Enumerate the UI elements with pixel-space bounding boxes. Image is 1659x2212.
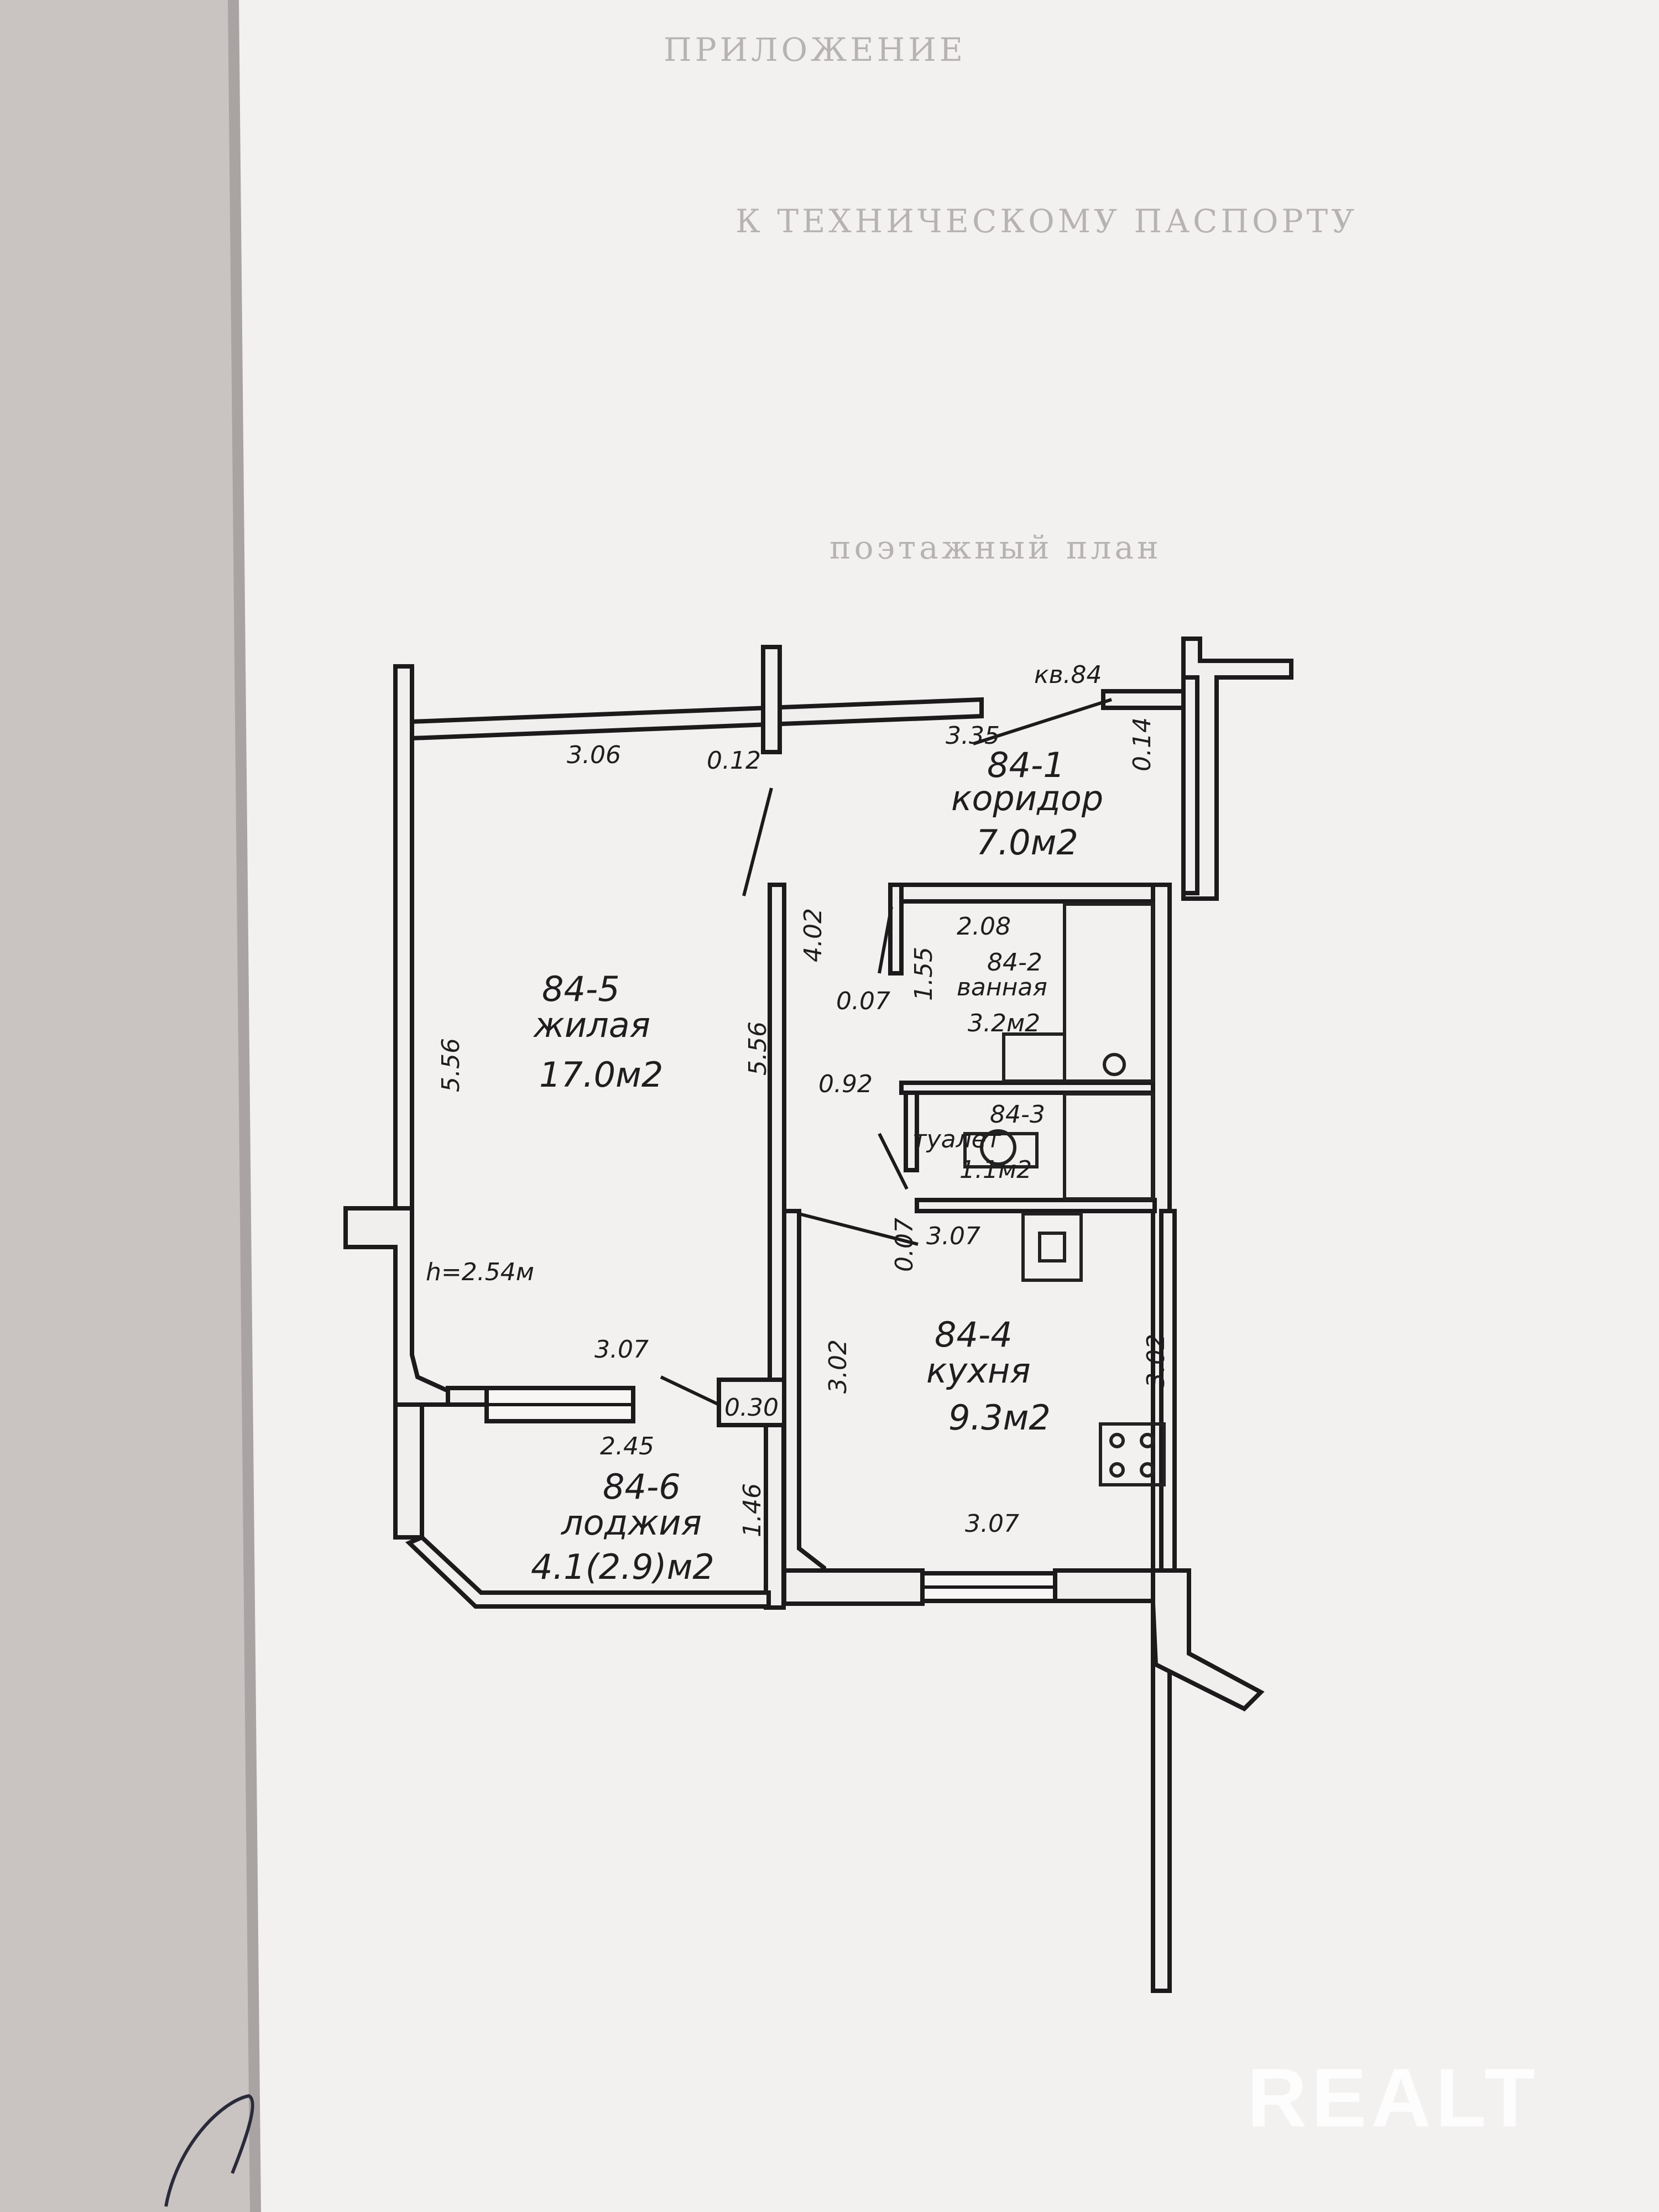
kitchen-bottom-wall-left [782, 1568, 925, 1606]
toilet-bowl [963, 1132, 1039, 1168]
dim-bath-height: 1.55 [910, 947, 938, 1001]
room-name-corridor: коридор [951, 778, 1103, 818]
entrance-wall [1181, 637, 1293, 901]
toilet-cistern [1063, 1092, 1155, 1201]
corridor-top-stub [1101, 689, 1194, 710]
dim-bath-gap: 0.07 [836, 987, 890, 1015]
toilet-bottom-wall [915, 1198, 1157, 1213]
room-id-bath: 84-2 [987, 948, 1042, 977]
paper-shadow [228, 0, 261, 2212]
room-id-toilet: 84-3 [990, 1100, 1045, 1129]
room-area-toilet: 1.1м2 [959, 1156, 1032, 1184]
kitchen-sink-basin [1038, 1232, 1066, 1262]
bath-drain [1103, 1053, 1126, 1076]
living-bottom-wall-left [446, 1386, 489, 1407]
dim-partition-top: 0.12 [707, 747, 761, 775]
burner-1 [1109, 1433, 1125, 1448]
ceiling-height: h=2.54м [426, 1258, 534, 1286]
room-name-kitchen: кухня [926, 1350, 1031, 1391]
room-id-loggia: 84-6 [603, 1467, 681, 1507]
sink [1002, 1032, 1066, 1083]
door-swing-toilet [878, 1133, 909, 1190]
bathtub [1063, 902, 1155, 1083]
room-labels: кв.84 84-1 коридор 7.0м2 84-2 ванная 3.2… [426, 661, 1103, 1587]
door-swing-living [742, 787, 773, 896]
left-wall-upper [393, 664, 414, 1211]
toilet-symbol [980, 1129, 1016, 1166]
realt-watermark: REALT [1247, 2051, 1540, 2144]
dim-corridor-height: 4.02 [799, 908, 827, 962]
dim-corridor-wall: 0.14 [1128, 717, 1156, 771]
room-name-loggia: лоджия [561, 1503, 702, 1543]
room-area-living: 17.0м2 [539, 1055, 663, 1095]
leader-307 [660, 1375, 720, 1406]
dim-toilet-width: 0.92 [818, 1070, 873, 1098]
toilet-left-wall [904, 1091, 919, 1172]
burner-3 [1109, 1462, 1125, 1478]
room-name-living: жилая [533, 1005, 650, 1045]
top-wall [410, 697, 984, 741]
dim-kitchen-left: 3.02 [824, 1339, 852, 1394]
paper-sheet [238, 0, 1659, 2212]
walls [343, 637, 1293, 1993]
bath-toilet-divider [899, 1081, 1155, 1095]
left-wall-loggia [393, 1402, 424, 1540]
dim-living-top-width: 3.06 [567, 741, 621, 769]
dim-living-bottom: 3.07 [594, 1335, 649, 1364]
room-area-loggia: 4.1(2.9)м2 [531, 1547, 714, 1587]
door-swing-bath [878, 906, 893, 974]
room-id-living: 84-5 [542, 969, 620, 1009]
loggia-right-wall [764, 1423, 786, 1610]
faded-header-line-3: поэтажный план [830, 529, 1162, 566]
kitchen-sink [1021, 1212, 1083, 1282]
outer-wing-wall [1151, 1568, 1265, 1712]
corridor-right-wall [1181, 675, 1199, 895]
burner-4 [1140, 1462, 1155, 1478]
room-area-kitchen: 9.3м2 [948, 1397, 1051, 1438]
dim-loggia-depth: 1.46 [738, 1483, 766, 1537]
leader-335 [973, 698, 1112, 745]
top-partition [761, 645, 782, 754]
signature-mark [164, 2094, 254, 2207]
room-name-bath: ванная [957, 973, 1047, 1001]
burner-2 [1140, 1433, 1155, 1448]
apartment-label: кв.84 [1034, 661, 1102, 689]
room-id-kitchen: 84-4 [935, 1314, 1013, 1355]
dim-living-left: 5.56 [437, 1038, 465, 1092]
faded-header-line-1: ПРИЛОЖЕНИЕ [664, 31, 966, 69]
fixtures [963, 902, 1166, 1486]
bath-left-wall [888, 883, 904, 975]
dim-living-right: 5.56 [744, 1021, 772, 1076]
dim-kitchen-right: 3.02 [1142, 1334, 1170, 1388]
faded-header-line-2: К ТЕХНИЧЕСКОМУ ПАСПОРТУ [735, 202, 1358, 240]
dimension-labels: 3.06 0.12 3.35 0.14 5.56 5.56 4.02 2.08 … [437, 717, 1170, 1538]
dim-loggia-width: 2.45 [600, 1432, 654, 1460]
dim-kitchen-top: 3.07 [926, 1222, 980, 1250]
room-area-bath: 3.2м2 [968, 1009, 1040, 1037]
column [717, 1378, 786, 1427]
door-swing-kitchen [799, 1212, 919, 1246]
dim-toilet-gap: 0.07 [890, 1218, 919, 1272]
leader-lines [660, 698, 1112, 1406]
dim-kitchen-bottom: 3.07 [965, 1510, 1019, 1538]
dim-column: 0.30 [724, 1394, 779, 1422]
loggia-rail [405, 1535, 771, 1609]
kitchen-right-wall [1159, 1209, 1177, 1573]
dim-corridor-length: 3.35 [946, 722, 1000, 750]
room-id-corridor: 84-1 [987, 745, 1065, 785]
room-name-toilet: туалет [912, 1125, 1001, 1154]
dim-bath-width: 2.08 [957, 912, 1011, 941]
room-area-corridor: 7.0м2 [976, 822, 1078, 863]
stove [1099, 1422, 1166, 1486]
bath-top-wall [888, 883, 1164, 904]
